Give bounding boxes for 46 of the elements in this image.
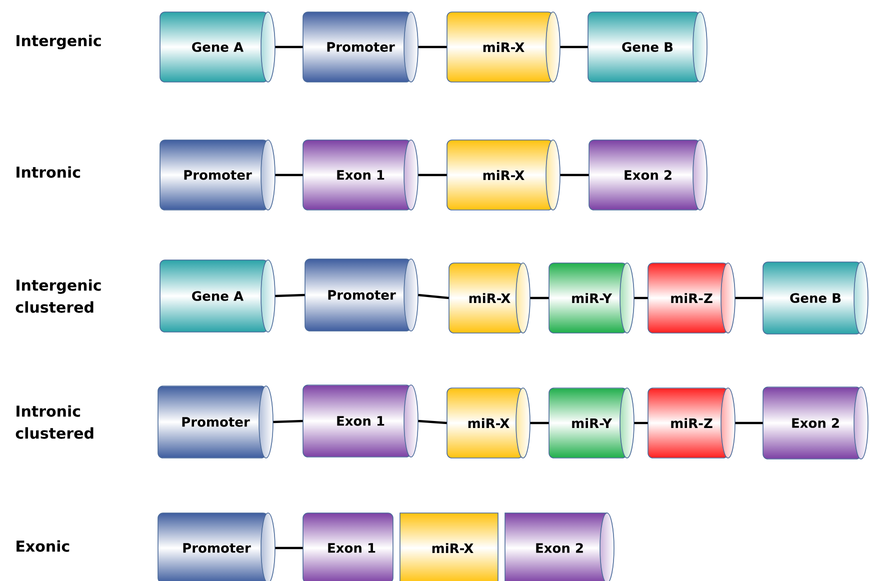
mirna-cylinder: miR-Z xyxy=(648,388,736,458)
mirna-cylinder: miR-Y xyxy=(548,262,634,334)
mirna-cylinder: miR-X xyxy=(446,388,530,458)
connector-line xyxy=(418,294,449,300)
exon-cylinder: Exon 1 xyxy=(302,384,418,458)
mirna-cylinder: miR-Z xyxy=(648,262,736,334)
promoter-cylinder: Promoter xyxy=(302,12,418,82)
connector-line xyxy=(275,46,303,48)
connector-line xyxy=(418,174,447,176)
connector-line xyxy=(634,422,648,424)
promoter-cylinder: Promoter xyxy=(158,512,276,581)
exon-cylinder: Exon 2 xyxy=(588,140,708,210)
gene-cylinder: Gene A xyxy=(160,12,276,82)
gene-cylinder: Gene B xyxy=(762,262,868,334)
connector-line xyxy=(273,420,303,424)
connector-line xyxy=(418,420,447,424)
exon-cylinder: Exon 2 xyxy=(762,386,868,460)
row-label: Exonic xyxy=(16,540,70,552)
gene-cylinder: Gene B xyxy=(588,12,708,82)
exon-cylinder: Exon 1 xyxy=(302,512,394,581)
connector-line xyxy=(530,422,549,424)
connector-line xyxy=(275,174,303,176)
exon-cylinder: Exon 1 xyxy=(302,140,418,210)
connector-line xyxy=(275,546,303,550)
mirna-cylinder: miR-X xyxy=(400,512,498,581)
promoter-cylinder: Promoter xyxy=(158,386,274,458)
connector-line xyxy=(560,46,588,48)
connector-line xyxy=(735,296,763,300)
connector-line xyxy=(530,296,549,300)
mirna-cylinder: miR-X xyxy=(448,262,530,334)
row-label: Intronic xyxy=(16,166,80,178)
row-label: Intergenic clustered xyxy=(16,279,101,313)
promoter-cylinder: Promoter xyxy=(160,140,276,210)
connector-line xyxy=(418,46,447,48)
row-label: Intronic clustered xyxy=(16,405,94,439)
row-label: Intergenic xyxy=(16,34,101,50)
connector-line xyxy=(634,296,648,300)
connector-line xyxy=(275,294,305,298)
connector-line xyxy=(560,174,589,176)
gene-cylinder: Gene A xyxy=(160,260,276,332)
mirna-cylinder: miR-X xyxy=(446,140,560,210)
mirna-cylinder: miR-X xyxy=(446,12,560,82)
mirna-cylinder: miR-Y xyxy=(548,388,634,458)
connector-line xyxy=(735,422,763,424)
promoter-cylinder: Promoter xyxy=(304,258,418,332)
exon-cylinder: Exon 2 xyxy=(504,512,614,581)
